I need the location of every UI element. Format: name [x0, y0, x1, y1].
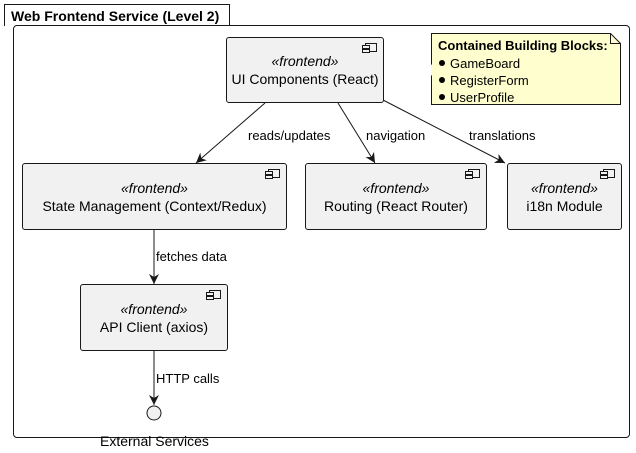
component-icon: [265, 169, 280, 179]
component-icon: [362, 43, 377, 53]
component-icon: [465, 169, 480, 179]
note-title: Contained Building Blocks:: [438, 38, 608, 53]
component-icon: [206, 290, 221, 300]
external-services-label: External Services: [100, 433, 209, 449]
package-title: Web Frontend Service (Level 2): [4, 4, 230, 26]
component-i18n: «frontend» i18n Module: [507, 163, 622, 230]
component-stereotype: «frontend»: [271, 53, 339, 69]
component-stereotype: «frontend»: [121, 179, 188, 196]
external-services-interface: [146, 405, 162, 421]
component-name: Routing (React Router): [324, 197, 468, 214]
component-state: «frontend» State Management (Context/Red…: [22, 163, 287, 230]
component-ui: «frontend» UI Components (React): [226, 37, 384, 103]
note-item: UserProfile: [438, 89, 608, 106]
edge-label-http-calls: HTTP calls: [156, 371, 220, 386]
edge-ui-to-state: [195, 102, 266, 164]
component-stereotype: «frontend»: [120, 300, 188, 317]
component-icon: [600, 169, 615, 179]
component-name: API Client (axios): [99, 318, 209, 335]
edge-label-reads-updates: reads/updates: [248, 128, 331, 143]
note-shape: [431, 33, 621, 105]
note-item: GameBoard: [438, 55, 608, 72]
edge-label-translations: translations: [469, 128, 536, 143]
note-item: RegisterForm: [438, 72, 608, 89]
component-stereotype: «frontend»: [531, 179, 598, 196]
component-routing: «frontend» Routing (React Router): [305, 163, 487, 230]
component-stereotype: «frontend»: [362, 179, 430, 196]
component-name: UI Components (React): [231, 71, 379, 87]
edge-ui-to-routing: [337, 102, 376, 164]
edge-ui-to-i18n: [382, 99, 506, 164]
edge-label-fetches-data: fetches data: [156, 249, 227, 264]
building-blocks-note: Contained Building Blocks: GameBoard Reg…: [431, 33, 621, 105]
edge-label-navigation: navigation: [366, 128, 426, 143]
component-name: State Management (Context/Redux): [42, 197, 267, 214]
component-api: «frontend» API Client (axios): [80, 284, 228, 351]
component-name: i18n Module: [526, 197, 603, 214]
